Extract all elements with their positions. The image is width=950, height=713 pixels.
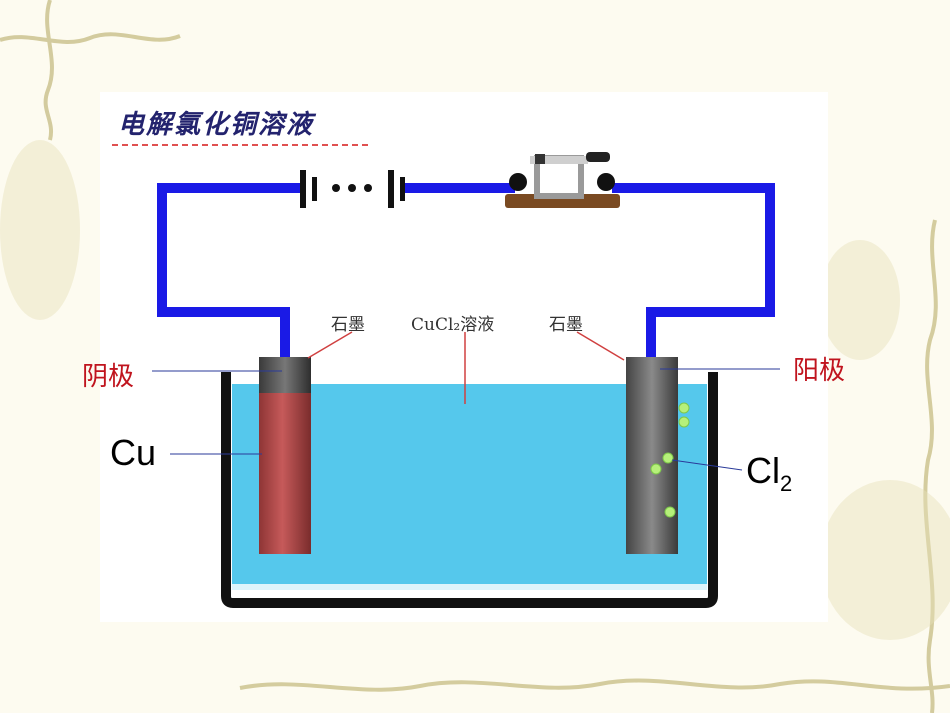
graphite-label-right: 石墨 — [549, 315, 583, 335]
anode-label: 阳极 — [793, 356, 846, 386]
cathode-product-label: Cu — [110, 432, 157, 473]
cathode-rod — [259, 393, 311, 554]
cathode-label: 阴极 — [82, 362, 135, 392]
leader-lines — [152, 331, 780, 471]
cathode-graphite-top — [259, 357, 311, 393]
beaker — [221, 372, 718, 608]
diagram-title: 电解氯化铜溶液 — [118, 110, 315, 140]
solution-label: CuCl₂溶液 — [411, 315, 495, 335]
anode-product-label: Cl2 — [746, 450, 793, 497]
switch — [505, 152, 620, 208]
battery — [300, 170, 405, 208]
graphite-label-left: 石墨 — [331, 315, 365, 335]
decorative-blotches — [0, 140, 950, 640]
chlorine-bubbles — [650, 402, 690, 518]
circuit-wire — [157, 183, 775, 357]
